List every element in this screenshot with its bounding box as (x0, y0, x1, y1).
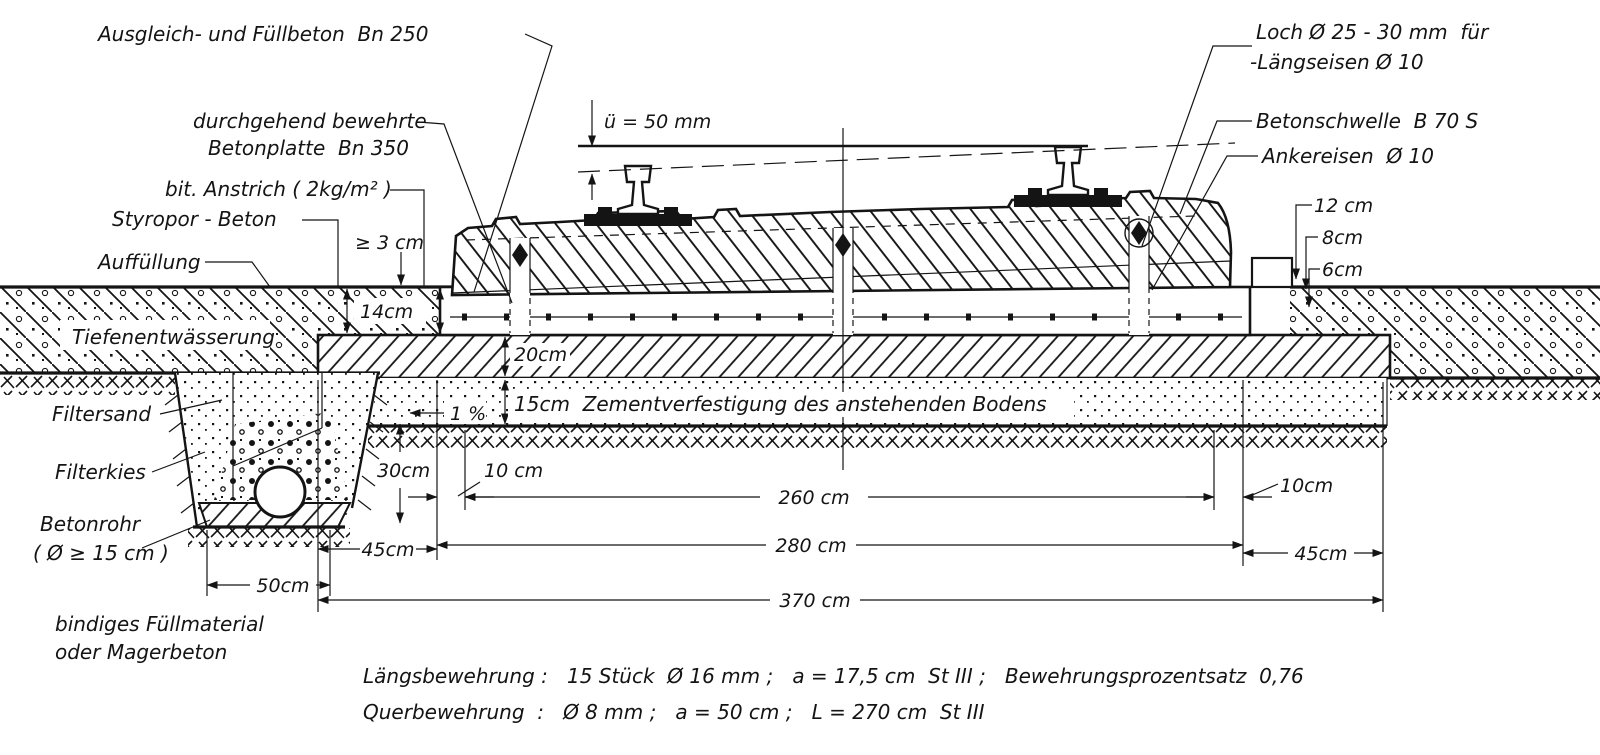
note-laengsbewehrung: Längsbewehrung : 15 Stück Ø 16 mm ; a = … (363, 664, 1304, 688)
text-backgrounds (60, 298, 1074, 424)
dim-14-text: 14cm (360, 301, 413, 323)
leader-6cm (1305, 268, 1320, 308)
label-filterkies: Filterkies (55, 460, 146, 484)
dim-3cm-text: ≥ 3 cm (355, 232, 424, 254)
dimension-lines (206, 252, 1384, 612)
label-ankereisen: Ankereisen Ø 10 (1260, 144, 1434, 168)
leader-10cm-right (1249, 483, 1279, 497)
dim-30-text: 30cm (377, 460, 430, 482)
label-betonrohr-1: Betonrohr (40, 512, 142, 536)
label-bit-anstrich: bit. Anstrich ( 2kg/m² ) (165, 177, 392, 201)
trench-edge-ticks (164, 394, 388, 514)
dim-10l-text: 10 cm (484, 460, 543, 482)
label-betonrohr-2: ( Ø ≥ 15 cm ) (33, 541, 169, 565)
leader-auffuellung (205, 261, 271, 288)
subsoil-left (0, 374, 175, 395)
longitudinal-bar-hole (1124, 218, 1154, 248)
text-labels: Ausgleich- und Füllbeton Bn 250 durchgeh… (33, 20, 1490, 724)
leader-filtersand (159, 399, 223, 415)
drainage-trench (164, 372, 388, 529)
leader-ausgleich (473, 33, 553, 293)
label-durchgehend-2: Betonplatte Bn 350 (208, 136, 409, 160)
label-durchgehend-1: durchgehend bewehrte (193, 109, 427, 133)
dim-45l-text: 45cm (361, 539, 414, 561)
cant-dashed-line (577, 142, 1236, 173)
leader-bit-anstrich (390, 189, 425, 287)
dim-280-text: 280 cm (775, 535, 846, 557)
label-betonschwelle: Betonschwelle B 70 S (1256, 109, 1479, 133)
dim-6-text: 6cm (1322, 259, 1363, 281)
leader-betonrohr (141, 519, 211, 549)
label-styropor: Styropor - Beton (112, 207, 277, 231)
leader-ankereisen (1151, 155, 1258, 291)
leader-loch (1141, 45, 1252, 247)
dim-20-text: 20cm (514, 344, 567, 366)
slab-20cm (316, 333, 1392, 380)
label-slope: 1 % (450, 403, 486, 425)
dim-8-text: 8cm (1322, 227, 1363, 249)
leader-durchgehend (417, 121, 513, 304)
label-loch-1: Loch Ø 25 - 30 mm für (1256, 20, 1490, 44)
dim-ue-text: ü = 50 mm (604, 111, 711, 133)
label-ausgleich: Ausgleich- und Füllbeton Bn 250 (96, 22, 428, 46)
rail-right (1046, 145, 1090, 197)
dim-370-text: 370 cm (779, 590, 850, 612)
anchor-diamond (1131, 221, 1147, 245)
trench-edge-left (173, 372, 199, 528)
leader-betonschwelle (1179, 120, 1252, 215)
leader-filterkies (151, 451, 206, 473)
dim-45r-text: 45cm (1294, 543, 1347, 565)
leader-8cm (1302, 236, 1318, 290)
note-querbewehrung: Querbewehrung : Ø 8 mm ; a = 50 cm ; L =… (363, 700, 985, 724)
fill-layer-right (1290, 287, 1600, 378)
label-bindiges-1: bindiges Füllmaterial (55, 612, 264, 636)
label-bindiges-2: oder Magerbeton (55, 640, 227, 664)
leader-10cm-left (457, 481, 481, 497)
anchor-right (1124, 216, 1154, 335)
dim-12-text: 12 cm (1314, 195, 1373, 217)
layer-bodies (0, 285, 1600, 547)
trench-divider-3 (232, 427, 323, 467)
dim-10r-text: 10cm (1280, 475, 1333, 497)
anchor-left (509, 238, 531, 335)
shoulder-step (1250, 256, 1294, 289)
dim-50-text: 50cm (256, 575, 309, 597)
label-filtersand: Filtersand (52, 402, 151, 426)
cant-reference (577, 100, 1236, 470)
dim-260-text: 260 cm (778, 487, 849, 509)
rail-fastening-left (584, 207, 692, 226)
label-tiefenentwaesserung: Tiefenentwässerung (72, 325, 275, 349)
subsoil-center (368, 427, 1387, 448)
concrete-pipe (253, 465, 307, 519)
leader-lines (141, 33, 1320, 549)
sleeper-block-group (450, 145, 1294, 335)
rail-fastening-right (1014, 188, 1122, 207)
leader-12cm (1292, 204, 1312, 280)
label-zementverfestigung: 15cm Zementverfestigung des anstehenden … (514, 392, 1047, 416)
label-loch-2: -Längseisen Ø 10 (1250, 50, 1424, 74)
trench-filterkies (214, 412, 348, 500)
anchor-diamond (512, 243, 528, 267)
subsoil-under-trench (188, 528, 350, 547)
rail-left (616, 164, 660, 216)
label-auffuellung: Auffüllung (96, 250, 201, 274)
leader-styropor (302, 219, 339, 287)
subsoil-right (1390, 379, 1600, 400)
